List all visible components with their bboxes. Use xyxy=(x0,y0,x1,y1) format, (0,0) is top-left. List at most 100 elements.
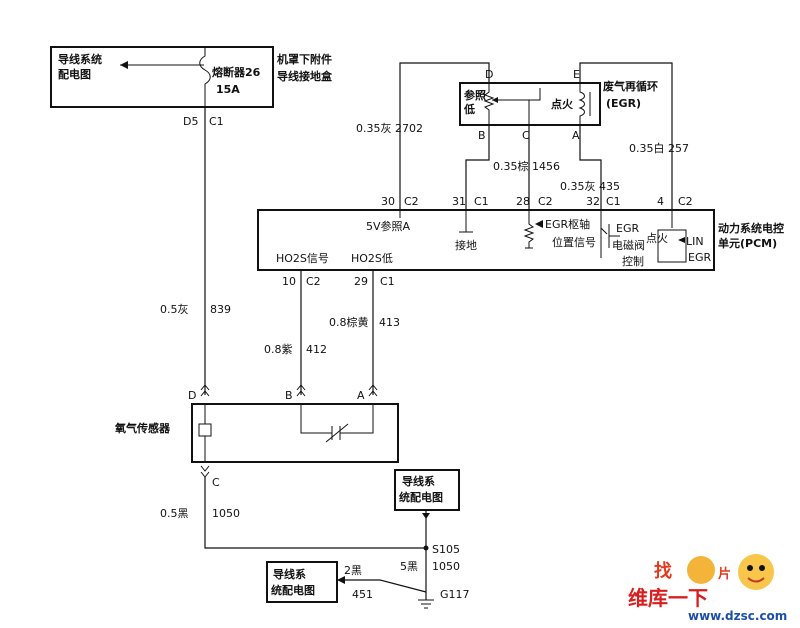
egr-pin-c: C xyxy=(522,129,530,142)
arrow-icon xyxy=(678,237,685,243)
o2-pin-c: C xyxy=(212,476,220,489)
sensor-element-icon xyxy=(325,423,349,443)
egr-ign-label: 点火 xyxy=(551,97,574,111)
wire-839-num: 839 xyxy=(210,303,231,316)
o2-pin-d: D xyxy=(188,389,196,402)
coil-icon xyxy=(578,83,585,125)
wiring-ref-box-lower: 导线系 统配电图 xyxy=(266,561,338,603)
ground-g117: G117 xyxy=(440,588,470,601)
pcm-egr-sol-2: 电磁阀 xyxy=(612,238,645,252)
pcm-pin-28: 28 xyxy=(516,195,530,208)
pcm-pin-4c: C2 xyxy=(678,195,693,208)
wire-1050b-num: 1050 xyxy=(432,560,460,573)
fuse-pin-d5: D5 xyxy=(183,115,198,128)
fuse-name: 熔断器26 xyxy=(212,65,261,79)
pcm-egr-tag: EGR xyxy=(688,251,711,264)
heater-icon xyxy=(198,404,212,462)
pcm-5v-ref: 5V参照A xyxy=(366,219,411,233)
pcm-ign: 点火 xyxy=(646,232,668,245)
egr-name: 废气再循环 xyxy=(603,79,658,93)
wire-451-color: 2黑 xyxy=(344,564,362,577)
egr-abbr: (EGR) xyxy=(606,97,641,110)
pcm-ho2s-low: HO2S低 xyxy=(351,252,393,265)
wire-1050a-num: 1050 xyxy=(212,507,240,520)
ref-box-1b: 统配电图 xyxy=(399,490,443,504)
wire-435 xyxy=(579,125,602,210)
fuse-location-2: 导线接地盒 xyxy=(277,69,333,83)
pcm-ground: 接地 xyxy=(455,239,477,252)
wiring-ref-box-upper: 导线系 统配电图 xyxy=(394,469,460,511)
watermark-top2: 片 xyxy=(718,566,731,582)
pcm-pin-31: 31 xyxy=(452,195,466,208)
wire-451 xyxy=(337,579,427,593)
arrow-icon xyxy=(492,97,498,103)
mascot-icon xyxy=(738,554,774,590)
wire-1050a-color: 0.5黑 xyxy=(160,507,189,520)
watermark-brand: 维库一下 xyxy=(628,586,708,610)
egr-ref-label-1: 参照 xyxy=(464,88,486,102)
pcm-name-2: 单元(PCM) xyxy=(718,236,777,250)
fuse-pin-c1: C1 xyxy=(209,115,224,128)
wire-257 xyxy=(579,62,673,210)
wire-412-color: 0.8紫 xyxy=(264,343,293,356)
ref-box-2b: 统配电图 xyxy=(271,583,315,597)
arrow-icon xyxy=(120,61,128,69)
wire-1050b-color: 5黑 xyxy=(400,560,418,573)
o2-sensor-name: 氧气传感器 xyxy=(114,421,171,435)
pcm-pin-32c: C1 xyxy=(606,195,621,208)
egr-pin-e: E xyxy=(573,68,580,81)
transistor-icon xyxy=(600,210,620,258)
wire-2702-label: 0.35灰 2702 xyxy=(356,121,423,135)
pcm-pin-32: 32 xyxy=(586,195,600,208)
pcm-pin-10: 10 xyxy=(282,275,296,288)
wire-257-label: 0.35白 257 xyxy=(629,141,689,155)
watermark-top: 找 xyxy=(654,560,672,582)
pcm-pin-4: 4 xyxy=(657,195,664,208)
arrow-icon xyxy=(535,220,543,228)
connector-icon xyxy=(368,384,378,397)
pcm-pin-30c: C2 xyxy=(404,195,419,208)
splice-dot xyxy=(423,545,429,551)
connector-icon xyxy=(296,384,306,397)
wire-413-num: 413 xyxy=(379,316,400,329)
pcm-name-1: 动力系统电控 xyxy=(718,221,784,235)
wire-1456-label: 0.35棕 1456 xyxy=(493,159,560,173)
pcm-egr-sol-3: 控制 xyxy=(622,254,644,268)
fuse-block: 导线系统 配电图 熔断器26 15A 机罩下附件 导线接地盒 D5 C1 xyxy=(50,46,333,128)
egr-ref-label-2: 低 xyxy=(463,102,475,116)
pcm-egr-pos-2: 位置信号 xyxy=(552,235,596,249)
ground-icon xyxy=(418,599,434,609)
fuse-icon xyxy=(199,47,211,107)
fuse-location-1: 机罩下附件 xyxy=(277,52,332,66)
pcm-egr-sol-1: EGR xyxy=(616,222,639,235)
egr-valve: 参照 低 点火 废气再循环 (EGR) D E B C A xyxy=(459,68,658,142)
pcm-lin: LIN xyxy=(686,235,704,248)
pcm-pin-28c: C2 xyxy=(538,195,553,208)
watermark-badge xyxy=(687,556,715,584)
ground-icon xyxy=(459,210,473,233)
wire-435-label: 0.35灰 435 xyxy=(560,179,620,193)
wire-413-color: 0.8棕黄 xyxy=(329,315,369,329)
arrow-icon xyxy=(337,576,345,584)
splice-s105: S105 xyxy=(432,543,460,556)
pcm-ho2s-sig: HO2S信号 xyxy=(276,252,329,265)
o2-pin-a: A xyxy=(357,389,365,402)
pcm-pin-29: 29 xyxy=(354,275,368,288)
ref-box-2a: 导线系 xyxy=(273,567,306,581)
wire-2702 xyxy=(399,62,490,210)
o2-sensor: 氧气传感器 D B A C xyxy=(114,384,399,489)
ref-box-1a: 导线系 xyxy=(402,474,435,488)
potentiometer-icon xyxy=(483,83,495,125)
pcm-pin-10c: C2 xyxy=(306,275,321,288)
pcm-pin-30: 30 xyxy=(381,195,395,208)
arrow-icon xyxy=(422,513,430,519)
egr-pin-b: B xyxy=(478,129,486,142)
pcm-egr-pos-1: EGR枢轴 xyxy=(545,217,590,231)
wire-412-num: 412 xyxy=(306,343,327,356)
fuse-rating: 15A xyxy=(216,83,240,96)
pcm-pin-29c: C1 xyxy=(380,275,395,288)
connector-icon xyxy=(200,384,210,397)
wire-1050-sensor xyxy=(204,477,426,549)
pcm-module: 动力系统电控 单元(PCM) 30 C2 31 C1 28 C2 32 C1 4… xyxy=(257,195,784,288)
